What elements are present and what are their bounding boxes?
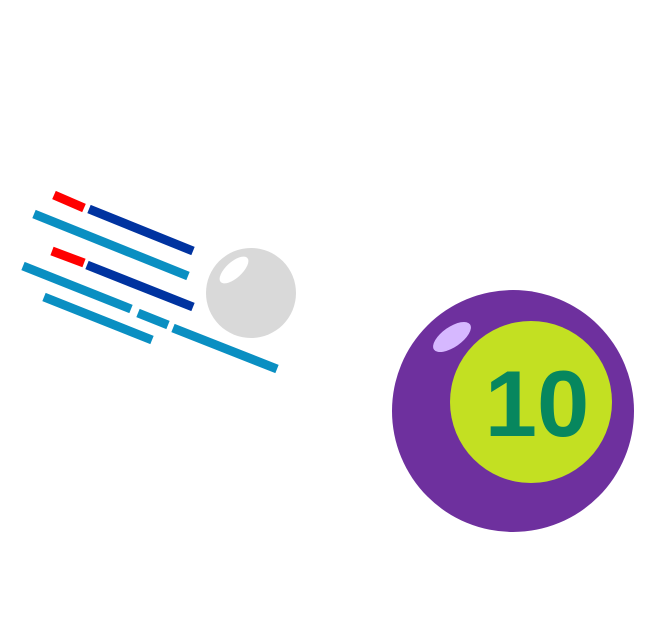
ball-highlight xyxy=(433,321,471,353)
speed-line-cyan-2 xyxy=(21,261,133,314)
speed-line-cyan-3 xyxy=(42,292,154,345)
speed-line-cyan-long xyxy=(171,323,279,374)
speed-line-blue-2 xyxy=(85,260,195,312)
number-circle xyxy=(450,321,612,483)
speed-line-cyan-1 xyxy=(32,209,190,281)
speed-line-red-1 xyxy=(52,190,86,213)
cue-ball-highlight xyxy=(219,256,249,284)
motion-lines xyxy=(21,190,279,374)
speed-line-blue-1 xyxy=(87,204,195,256)
ball-number: 10 xyxy=(485,351,590,456)
cue-ball xyxy=(206,248,296,338)
ball-ten: 10 xyxy=(392,290,634,532)
speed-line-red-2 xyxy=(50,246,86,268)
speed-line-cyan-short xyxy=(136,308,170,330)
